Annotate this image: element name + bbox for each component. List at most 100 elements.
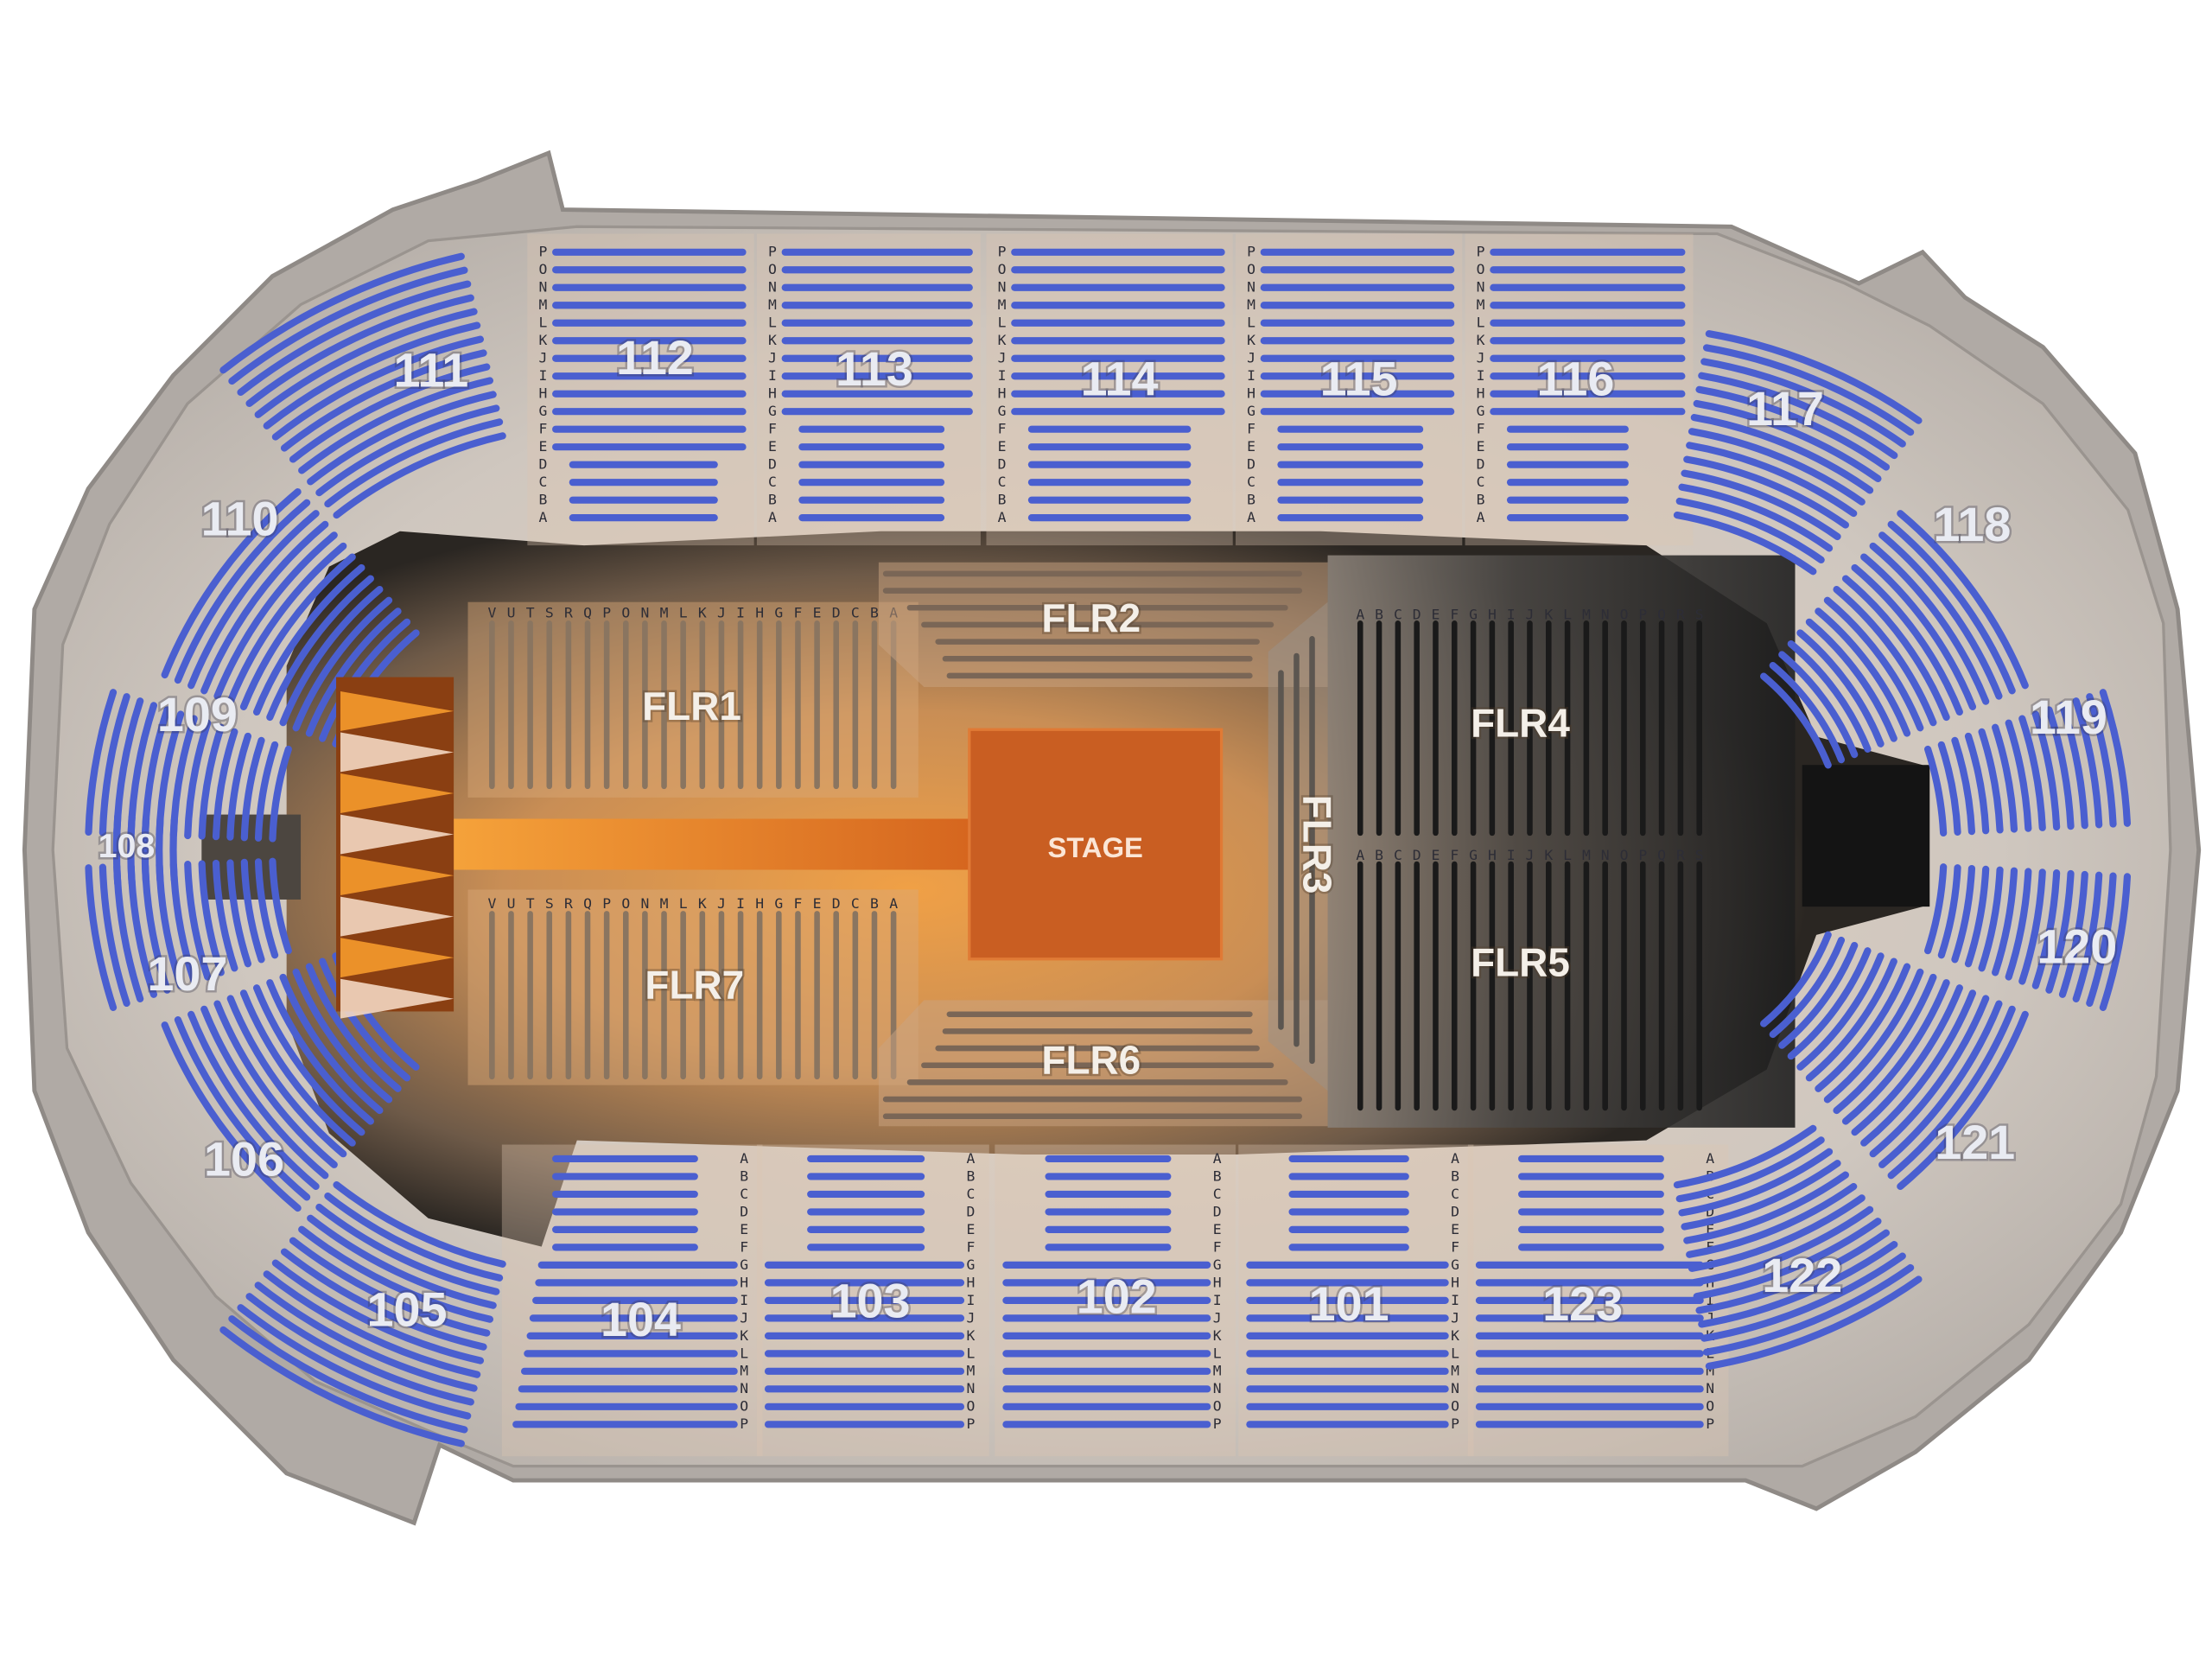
seat-row[interactable] [2099, 873, 2132, 1011]
seat-row[interactable] [1851, 984, 1963, 1136]
section-111[interactable] [219, 252, 506, 519]
seat-row[interactable] [1924, 863, 1948, 955]
section-117[interactable] [1673, 330, 1923, 576]
section-110[interactable] [161, 488, 420, 747]
seat-row[interactable] [1695, 385, 1891, 471]
seat-row[interactable] [254, 741, 279, 842]
seat-row[interactable] [254, 308, 478, 418]
seat-row[interactable] [1897, 1010, 2029, 1191]
seat-row[interactable] [239, 553, 356, 710]
seat-row[interactable] [2086, 872, 2117, 1008]
seat-row[interactable] [200, 520, 329, 695]
seat-row[interactable] [1805, 618, 1897, 742]
seat-row[interactable] [184, 861, 212, 981]
seat-row[interactable] [315, 404, 500, 497]
seat-row[interactable] [1760, 672, 1832, 769]
seat-row[interactable] [319, 957, 411, 1082]
section-121[interactable] [1760, 931, 2029, 1191]
seat-row[interactable] [1796, 629, 1885, 747]
seat-row[interactable] [324, 418, 504, 508]
seat-row[interactable] [184, 719, 212, 840]
seat-row[interactable] [188, 510, 320, 690]
seat-row[interactable] [245, 1293, 474, 1406]
seat-row[interactable] [219, 1326, 465, 1447]
seat-row[interactable] [279, 973, 384, 1115]
seat-row[interactable] [2031, 869, 2061, 989]
seat-row[interactable] [315, 1203, 500, 1295]
stage[interactable] [968, 728, 1224, 961]
seat-row[interactable] [2045, 869, 2075, 994]
seat-row[interactable] [169, 861, 198, 985]
seat-row[interactable] [2031, 710, 2061, 831]
seat-row[interactable] [2058, 870, 2088, 998]
seat-row[interactable] [1678, 483, 1834, 552]
seat-row[interactable] [161, 488, 302, 679]
section-107[interactable] [85, 857, 292, 1011]
seat-row[interactable] [307, 391, 497, 486]
seat-row[interactable] [1978, 728, 2004, 834]
seat-row[interactable] [213, 531, 338, 700]
seat-row[interactable] [1693, 399, 1882, 483]
seat-row[interactable] [1815, 963, 1911, 1092]
seat-row[interactable] [99, 863, 130, 1008]
seat-row[interactable] [1823, 596, 1924, 732]
seat-row[interactable] [212, 728, 238, 841]
seat-row[interactable] [1869, 995, 1990, 1158]
seat-row[interactable] [198, 723, 225, 840]
seat-row[interactable] [245, 294, 474, 407]
seat-row[interactable] [1805, 957, 1897, 1082]
seat-row[interactable] [174, 499, 311, 684]
seat-row[interactable] [269, 857, 292, 955]
section-105[interactable] [219, 1181, 506, 1447]
floor-section-FLR3[interactable] [1268, 601, 1328, 1091]
seat-row[interactable] [1675, 1136, 1825, 1203]
seat-row[interactable] [2058, 702, 2088, 830]
seat-row[interactable] [266, 979, 374, 1125]
seat-row[interactable] [263, 321, 481, 429]
seat-row[interactable] [279, 586, 384, 727]
seat-row[interactable] [305, 963, 402, 1092]
seat-row[interactable] [85, 689, 118, 836]
seat-row[interactable] [271, 1259, 485, 1364]
seat-row[interactable] [1869, 542, 1990, 705]
seat-row[interactable] [280, 349, 487, 452]
seat-row[interactable] [1992, 723, 2018, 833]
seat-row[interactable] [1760, 931, 1832, 1027]
seat-row[interactable] [252, 563, 365, 716]
seat-row[interactable] [1964, 732, 1990, 835]
seat-row[interactable] [2072, 871, 2103, 1002]
seat-row[interactable] [298, 1225, 494, 1323]
seat-row[interactable] [324, 1192, 504, 1282]
seat-row[interactable] [174, 1016, 311, 1201]
seat-row[interactable] [2005, 719, 2032, 832]
section-118[interactable] [1760, 510, 2029, 769]
seat-row[interactable] [292, 596, 393, 732]
seat-row[interactable] [127, 862, 158, 998]
seat-row[interactable] [1702, 1263, 1915, 1356]
seat-row[interactable] [1887, 520, 2016, 695]
seat-row[interactable] [188, 1010, 320, 1191]
seat-row[interactable] [240, 736, 265, 842]
seat-row[interactable] [1978, 866, 2004, 972]
seat-row[interactable] [1690, 1205, 1874, 1287]
seat-row[interactable] [1937, 741, 1961, 836]
seat-row[interactable] [1964, 865, 1990, 968]
seat-row[interactable] [226, 732, 252, 841]
seat-row[interactable] [305, 607, 402, 737]
seat-row[interactable] [1702, 344, 1915, 436]
seat-row[interactable] [1833, 586, 1937, 727]
seat-row[interactable] [1678, 1148, 1834, 1217]
seat-row[interactable] [298, 377, 494, 474]
seat-row[interactable] [2086, 693, 2117, 828]
seat-row[interactable] [1878, 1000, 2003, 1168]
seat-row[interactable] [1698, 372, 1898, 460]
seat-row[interactable] [1705, 330, 1923, 424]
seat-row[interactable] [1860, 989, 1977, 1147]
